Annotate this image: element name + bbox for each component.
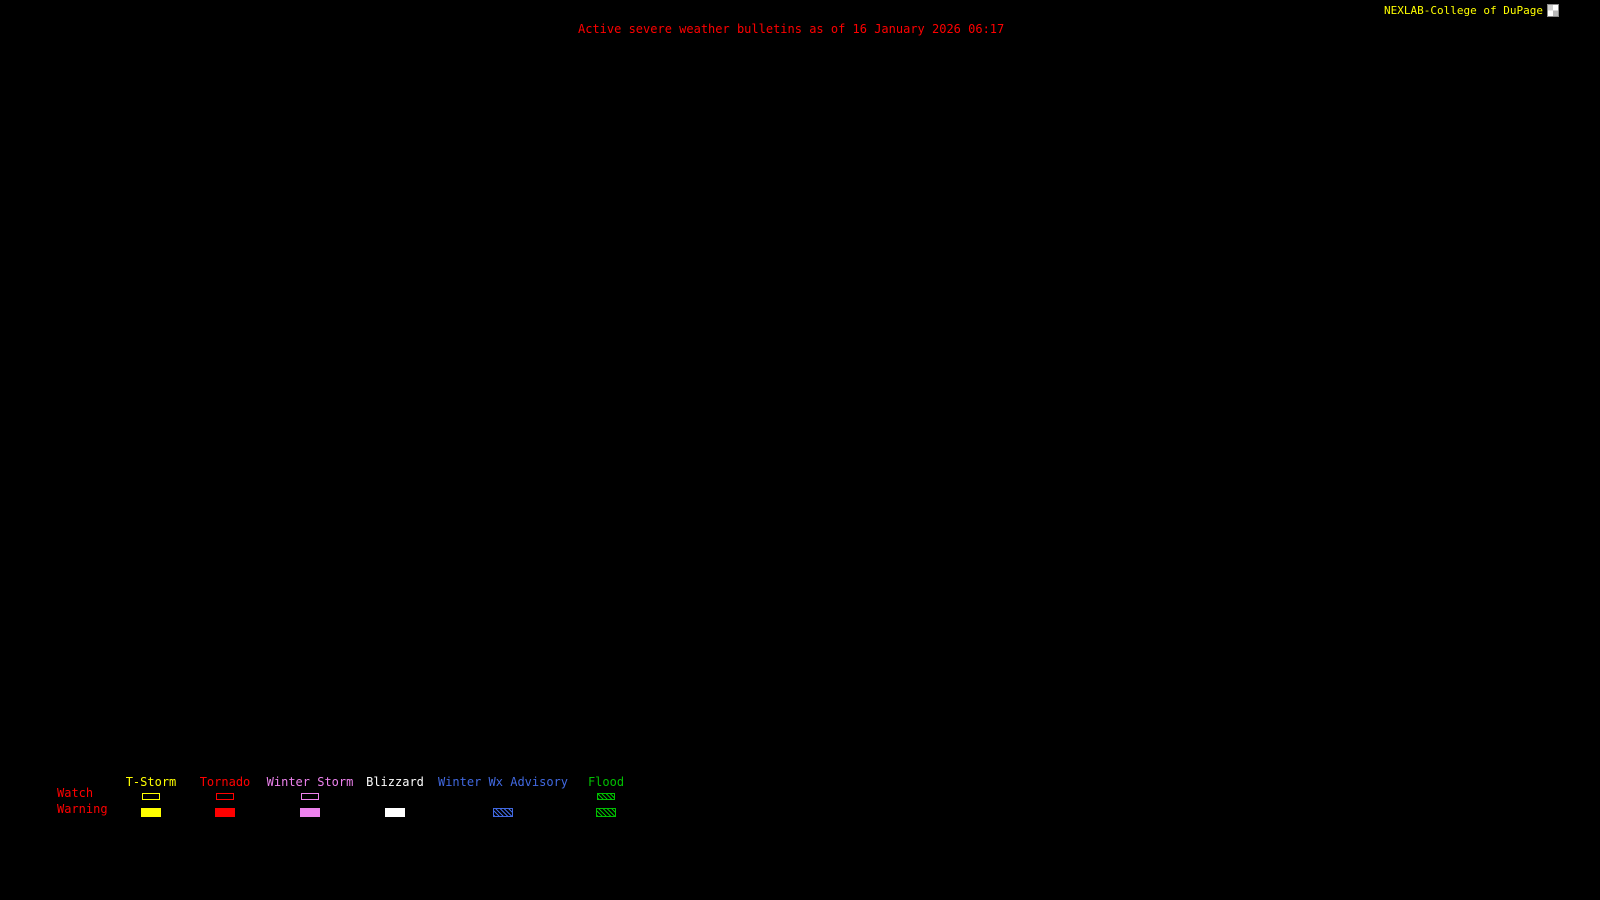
legend-column-flood: Flood xyxy=(526,776,686,820)
flood-warning-swatch xyxy=(596,807,616,817)
page-title: Active severe weather bulletins as of 16… xyxy=(578,22,1005,36)
legend-watch-row-label: Watch xyxy=(57,786,94,800)
winter-wx-advisory-warning-swatch xyxy=(493,807,513,817)
legend-column-tornado: Tornado xyxy=(145,776,305,820)
legend-column-blizzard: Blizzard xyxy=(315,776,475,820)
legend-label-winter-wx-advisory: Winter Wx Advisory xyxy=(437,775,569,789)
legend-column-winter-wx-advisory: Winter Wx Advisory xyxy=(423,776,583,820)
legend-label-blizzard: Blizzard xyxy=(366,775,424,789)
winter-storm-warning-swatch xyxy=(300,807,320,817)
legend-label-tornado: Tornado xyxy=(199,775,251,789)
brand-text: NEXLAB-College of DuPage xyxy=(1384,4,1543,17)
blizzard-warning-swatch xyxy=(385,807,405,817)
legend-column-tstorm: T-Storm xyxy=(71,776,231,820)
legend: Watch Warning T-Storm Tornado Winter Sto… xyxy=(0,776,720,824)
flood-watch-swatch xyxy=(597,793,615,800)
brand-logo-icon xyxy=(1547,4,1559,17)
winter-storm-watch-swatch xyxy=(301,793,319,800)
tstorm-watch-swatch xyxy=(142,793,160,800)
legend-label-flood: Flood xyxy=(587,775,625,789)
legend-label-tstorm: T-Storm xyxy=(125,775,177,789)
tornado-watch-swatch xyxy=(216,793,234,800)
legend-column-winter-storm: Winter Storm xyxy=(230,776,390,820)
tstorm-warning-swatch xyxy=(141,807,161,817)
legend-label-winter-storm: Winter Storm xyxy=(266,775,354,789)
brand: NEXLAB-College of DuPage xyxy=(1384,4,1559,17)
tornado-warning-swatch xyxy=(215,807,235,817)
legend-warning-row-label: Warning xyxy=(57,802,108,816)
